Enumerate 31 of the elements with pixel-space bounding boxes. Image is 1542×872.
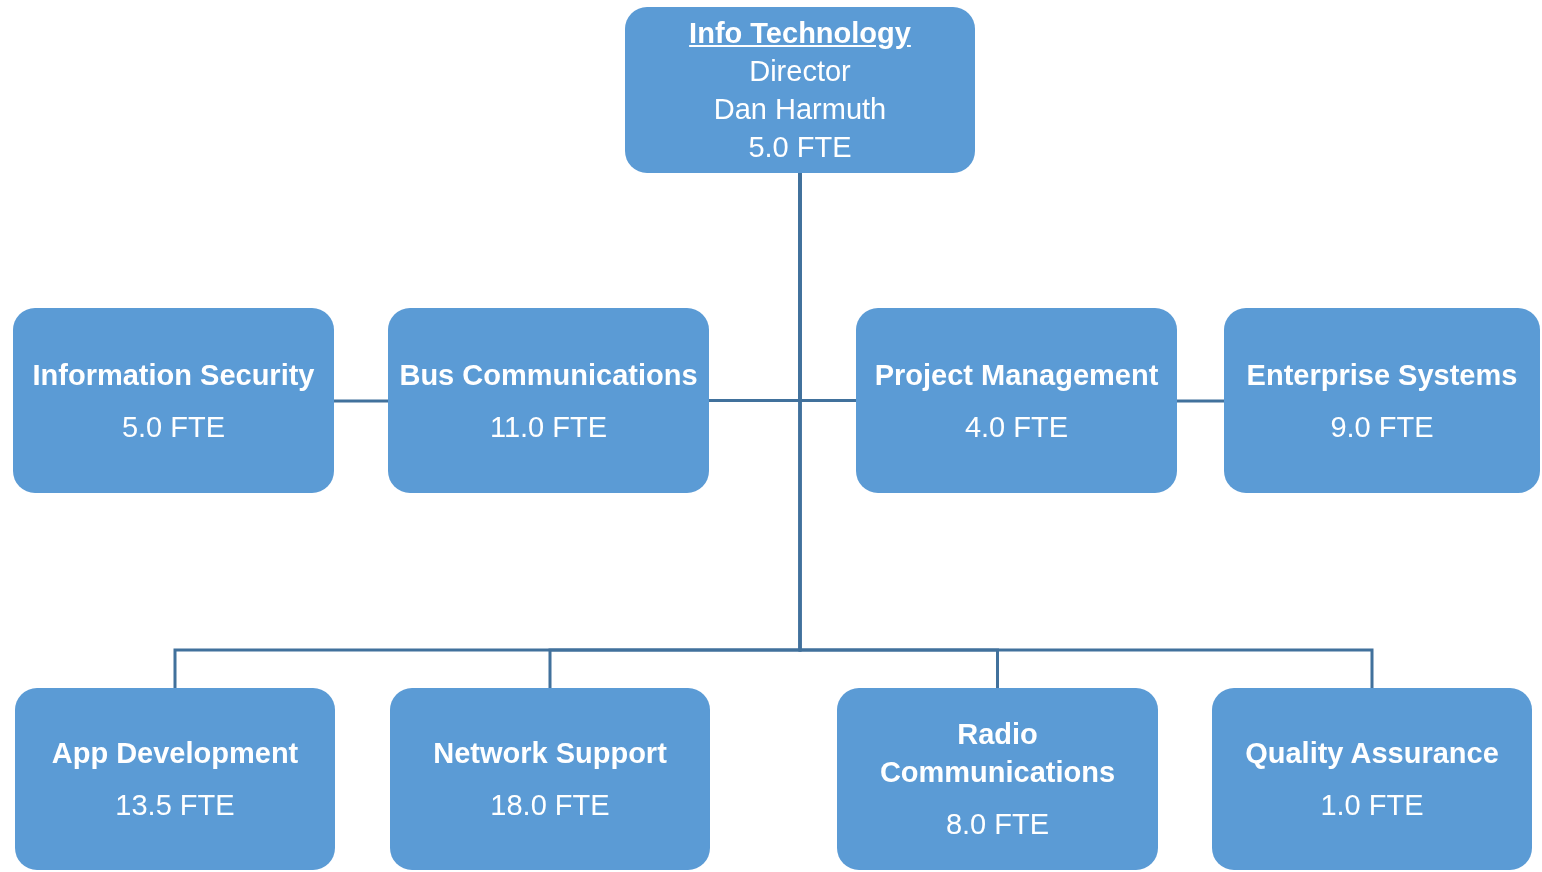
department-title: Radio Communications [878, 717, 1117, 790]
fte-count: 11.0 FTE [489, 409, 608, 445]
org-box [15, 688, 335, 870]
connector-line [1177, 399, 1224, 403]
fte-count: 8.0 FTE [945, 807, 1050, 842]
org-box [1224, 308, 1540, 493]
fte-count: 18.0 FTE [490, 788, 610, 823]
fte-count: 1.0 FTE [1320, 788, 1424, 823]
department-title: Info Technology [689, 16, 911, 51]
org-box [1212, 688, 1532, 870]
department-title: Enterprise Systems [1246, 357, 1518, 393]
department-title: Network Support [433, 736, 667, 771]
org-box [837, 688, 1158, 870]
department-title: Bus Communications [399, 357, 698, 393]
person-name: Dan Harmuth [713, 92, 887, 127]
connector-line [334, 399, 388, 403]
fte-count: 4.0 FTE [964, 409, 1069, 445]
org-box [388, 308, 709, 493]
org-box [856, 308, 1177, 493]
role-title: Director [749, 54, 851, 89]
org-box [13, 308, 334, 493]
department-title: Project Management [874, 357, 1159, 393]
fte-count: 5.0 FTE [121, 409, 226, 445]
department-title: App Development [51, 736, 299, 771]
org-box [390, 688, 710, 870]
fte-count: 9.0 FTE [1330, 409, 1434, 445]
org-box [625, 7, 975, 173]
fte-count: 5.0 FTE [748, 130, 852, 165]
department-title: Information Security [32, 357, 315, 393]
fte-count: 13.5 FTE [115, 788, 235, 823]
department-title: Quality Assurance [1245, 736, 1499, 771]
